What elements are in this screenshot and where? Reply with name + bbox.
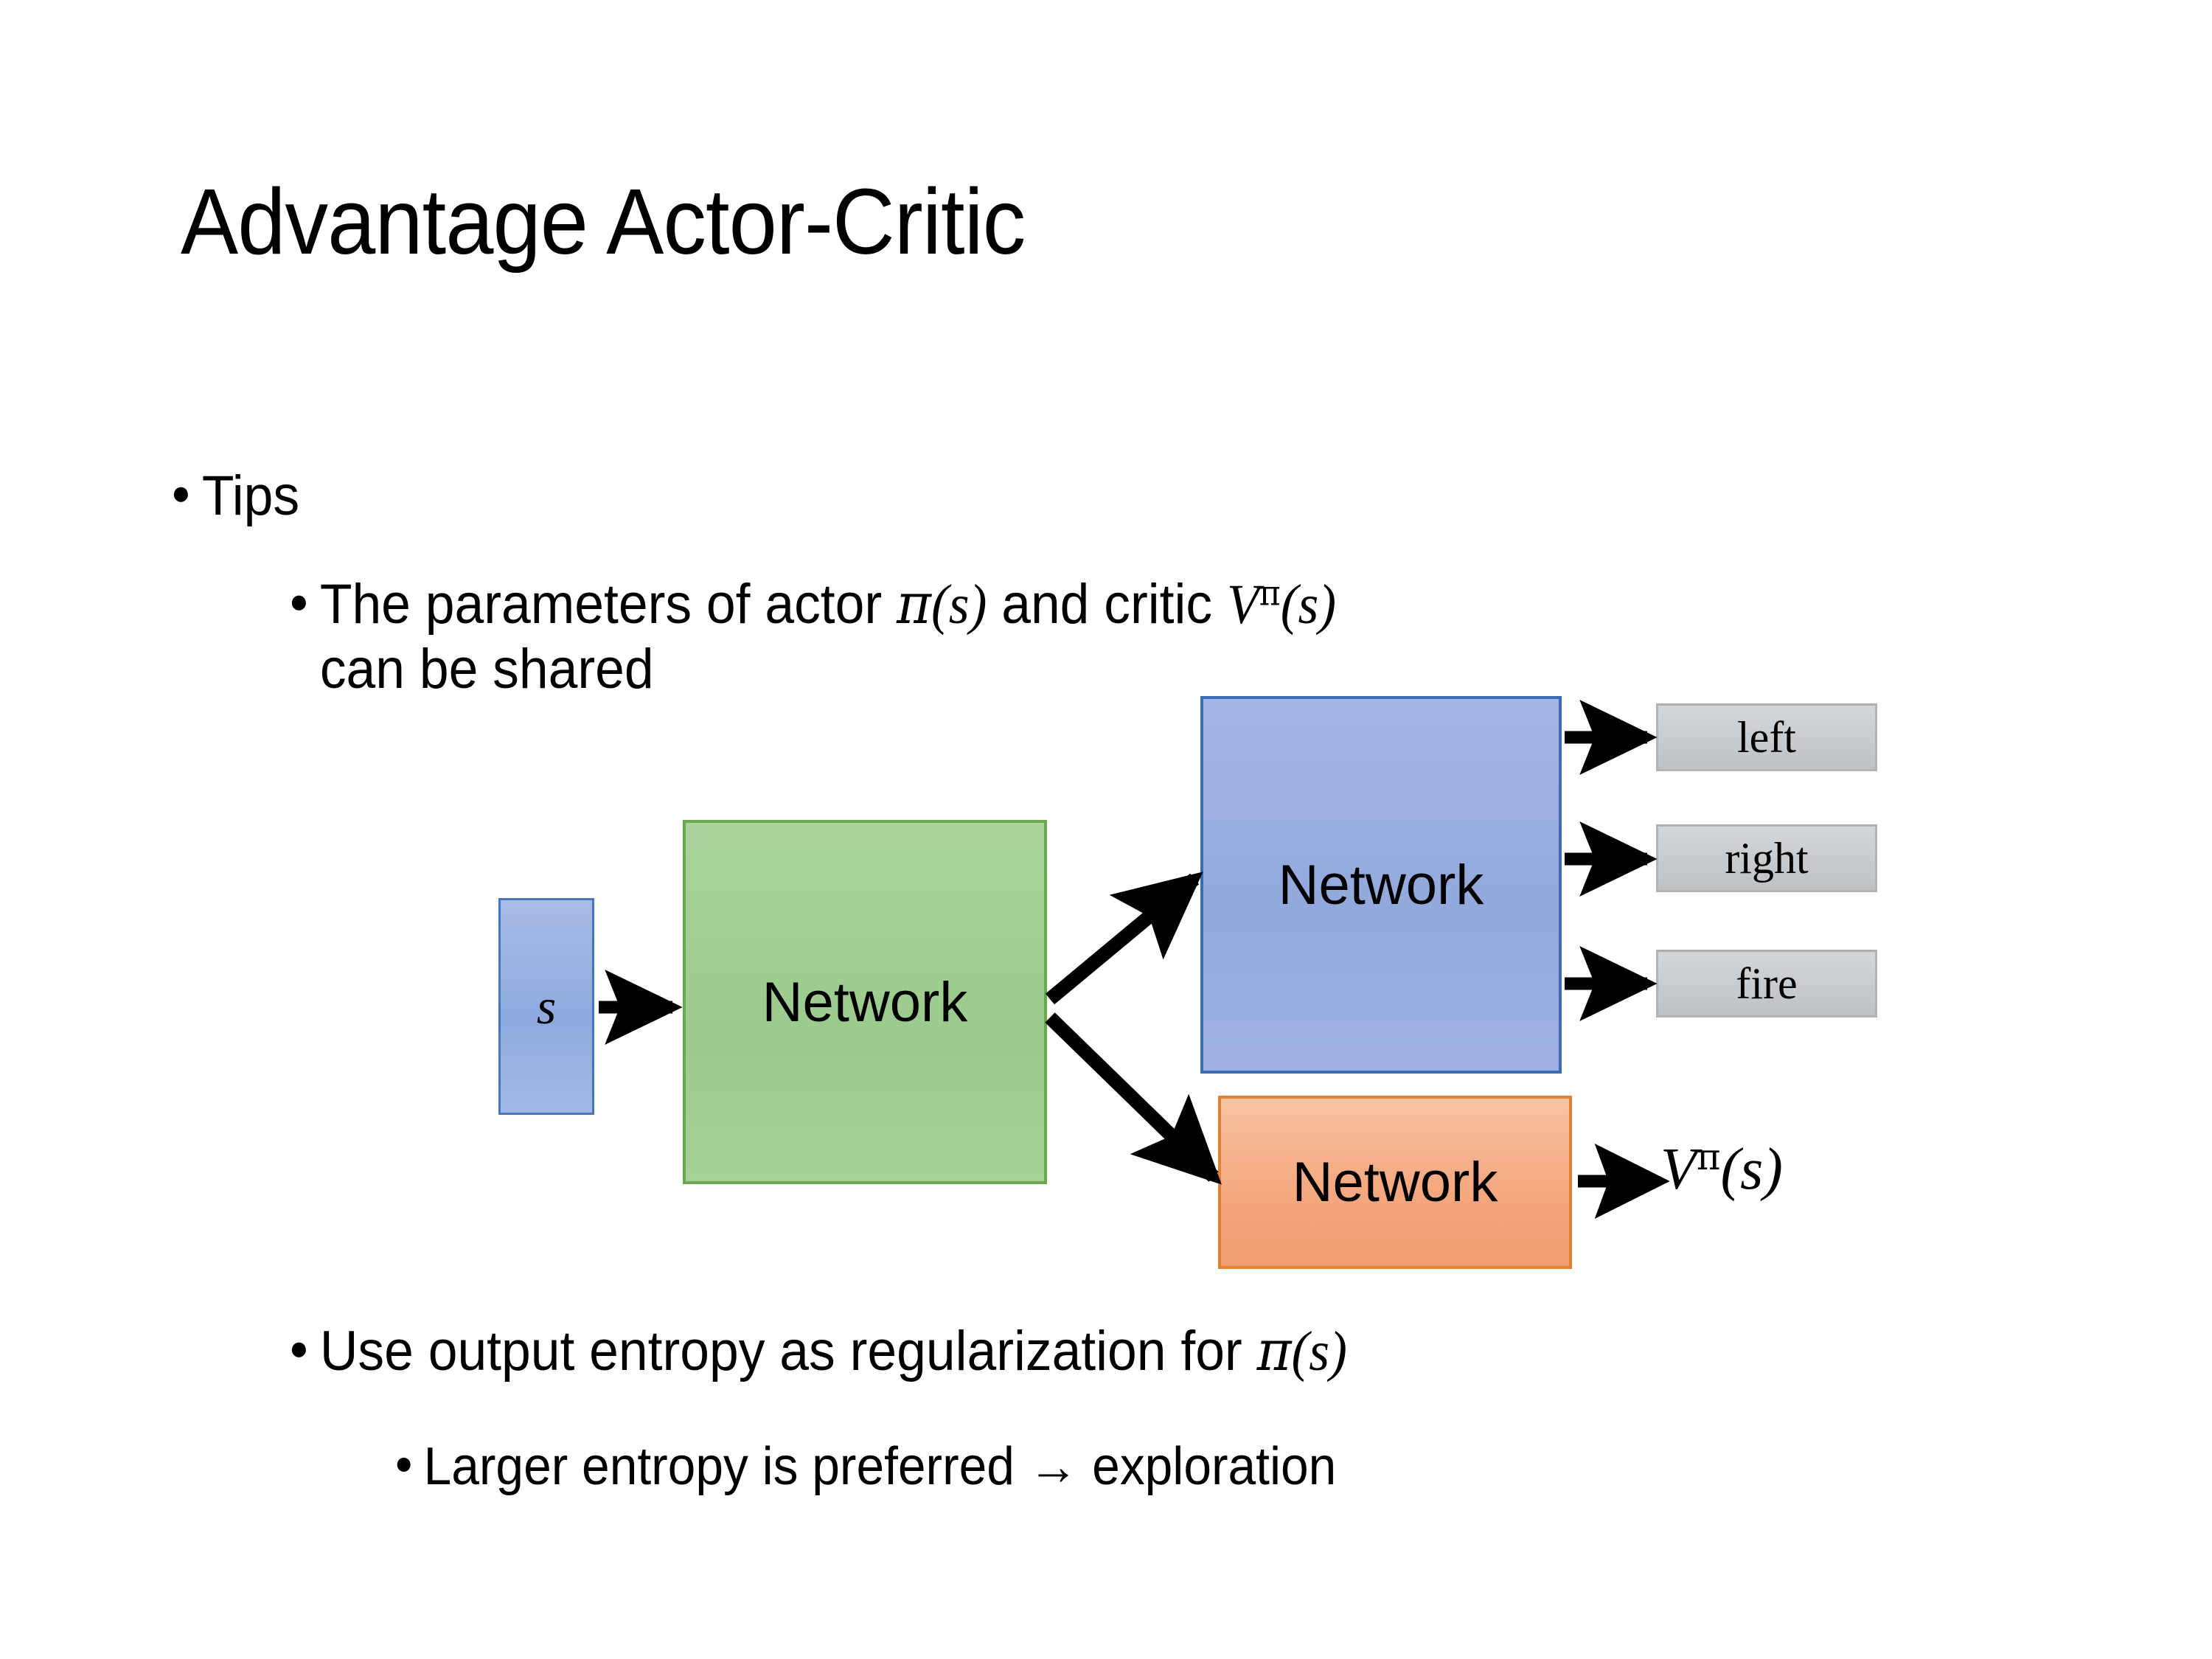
bullet-dot-icon: ●: [171, 472, 191, 512]
entropy-prefix: Use output entropy as regularization for: [319, 1320, 1257, 1382]
params-prefix: The parameters of actor: [319, 573, 897, 636]
critic-value-symbol: Vπ(s): [1226, 573, 1337, 636]
params-line-two: can be shared: [319, 638, 654, 701]
actor-policy-symbol: π(s): [1256, 1318, 1347, 1383]
bullet-output-entropy: ● Use output entropy as regularization f…: [289, 1318, 1952, 1384]
action-label-left: left: [1737, 712, 1796, 762]
state-symbol: s: [536, 978, 557, 1034]
arrow-shared-to-critic: [1045, 1012, 1222, 1185]
bullet-tips-label: Tips: [201, 465, 300, 527]
actor-network-box: Network: [1200, 696, 1562, 1074]
bullet-output-entropy-text: Use output entropy as regularization for…: [320, 1318, 1952, 1384]
bullet-tips: ● Tips: [171, 463, 299, 529]
shared-network-label: Network: [762, 970, 968, 1034]
action-box-fire: fire: [1656, 950, 1877, 1018]
action-box-right: right: [1656, 824, 1877, 892]
action-box-left: left: [1656, 703, 1877, 771]
actor-policy-symbol: π(s): [897, 571, 987, 636]
bullet-dot-icon: ●: [394, 1444, 414, 1481]
shared-network-box: Network: [683, 820, 1047, 1184]
arrow-shared-to-actor: [1045, 872, 1203, 1005]
critic-network-label: Network: [1292, 1151, 1498, 1214]
bullet-shared-parameters: ● The parameters of actor π(s) and criti…: [289, 571, 1952, 702]
action-label-right: right: [1725, 833, 1809, 883]
bullet-dot-icon: ●: [289, 580, 309, 620]
critic-network-box: Network: [1218, 1096, 1572, 1269]
bullet-larger-entropy: ● Larger entropy is preferred → explorat…: [394, 1436, 1989, 1498]
page-title: Advantage Actor-Critic: [181, 170, 1026, 274]
bullet-dot-icon: ●: [289, 1327, 309, 1367]
critic-output-label: Vπ(s): [1660, 1135, 1783, 1202]
actor-network-label: Network: [1278, 853, 1484, 917]
bullet-larger-entropy-label: Larger entropy is preferred → exploratio…: [423, 1437, 1337, 1496]
state-input-box: s: [498, 898, 594, 1115]
critic-output-symbol: Vπ(s): [1660, 1135, 1783, 1202]
params-middle: and critic: [987, 573, 1227, 636]
bullet-shared-parameters-text: The parameters of actor π(s) and critic …: [320, 571, 1952, 702]
action-label-fire: fire: [1736, 959, 1798, 1008]
